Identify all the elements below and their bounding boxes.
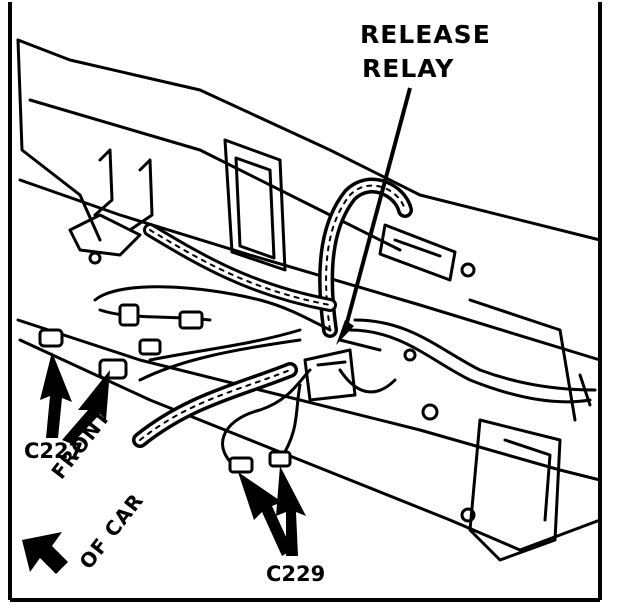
release-relay-label-line1: RELEASE: [360, 20, 491, 49]
release-relay-label-line2: RELAY: [362, 54, 455, 83]
wiring-harness: [93, 177, 597, 472]
release-relay-leader: [336, 87, 412, 345]
c229-label: C229: [266, 562, 326, 586]
c227-arrows: [40, 352, 110, 444]
front-of-car-arrow: [22, 532, 68, 574]
figure-frame: [8, 2, 602, 602]
connector-c227-plugs: [38, 303, 204, 380]
panel-structure: [16, 38, 602, 562]
c227-label: C227: [24, 439, 84, 463]
c229-arrows: [238, 466, 306, 556]
